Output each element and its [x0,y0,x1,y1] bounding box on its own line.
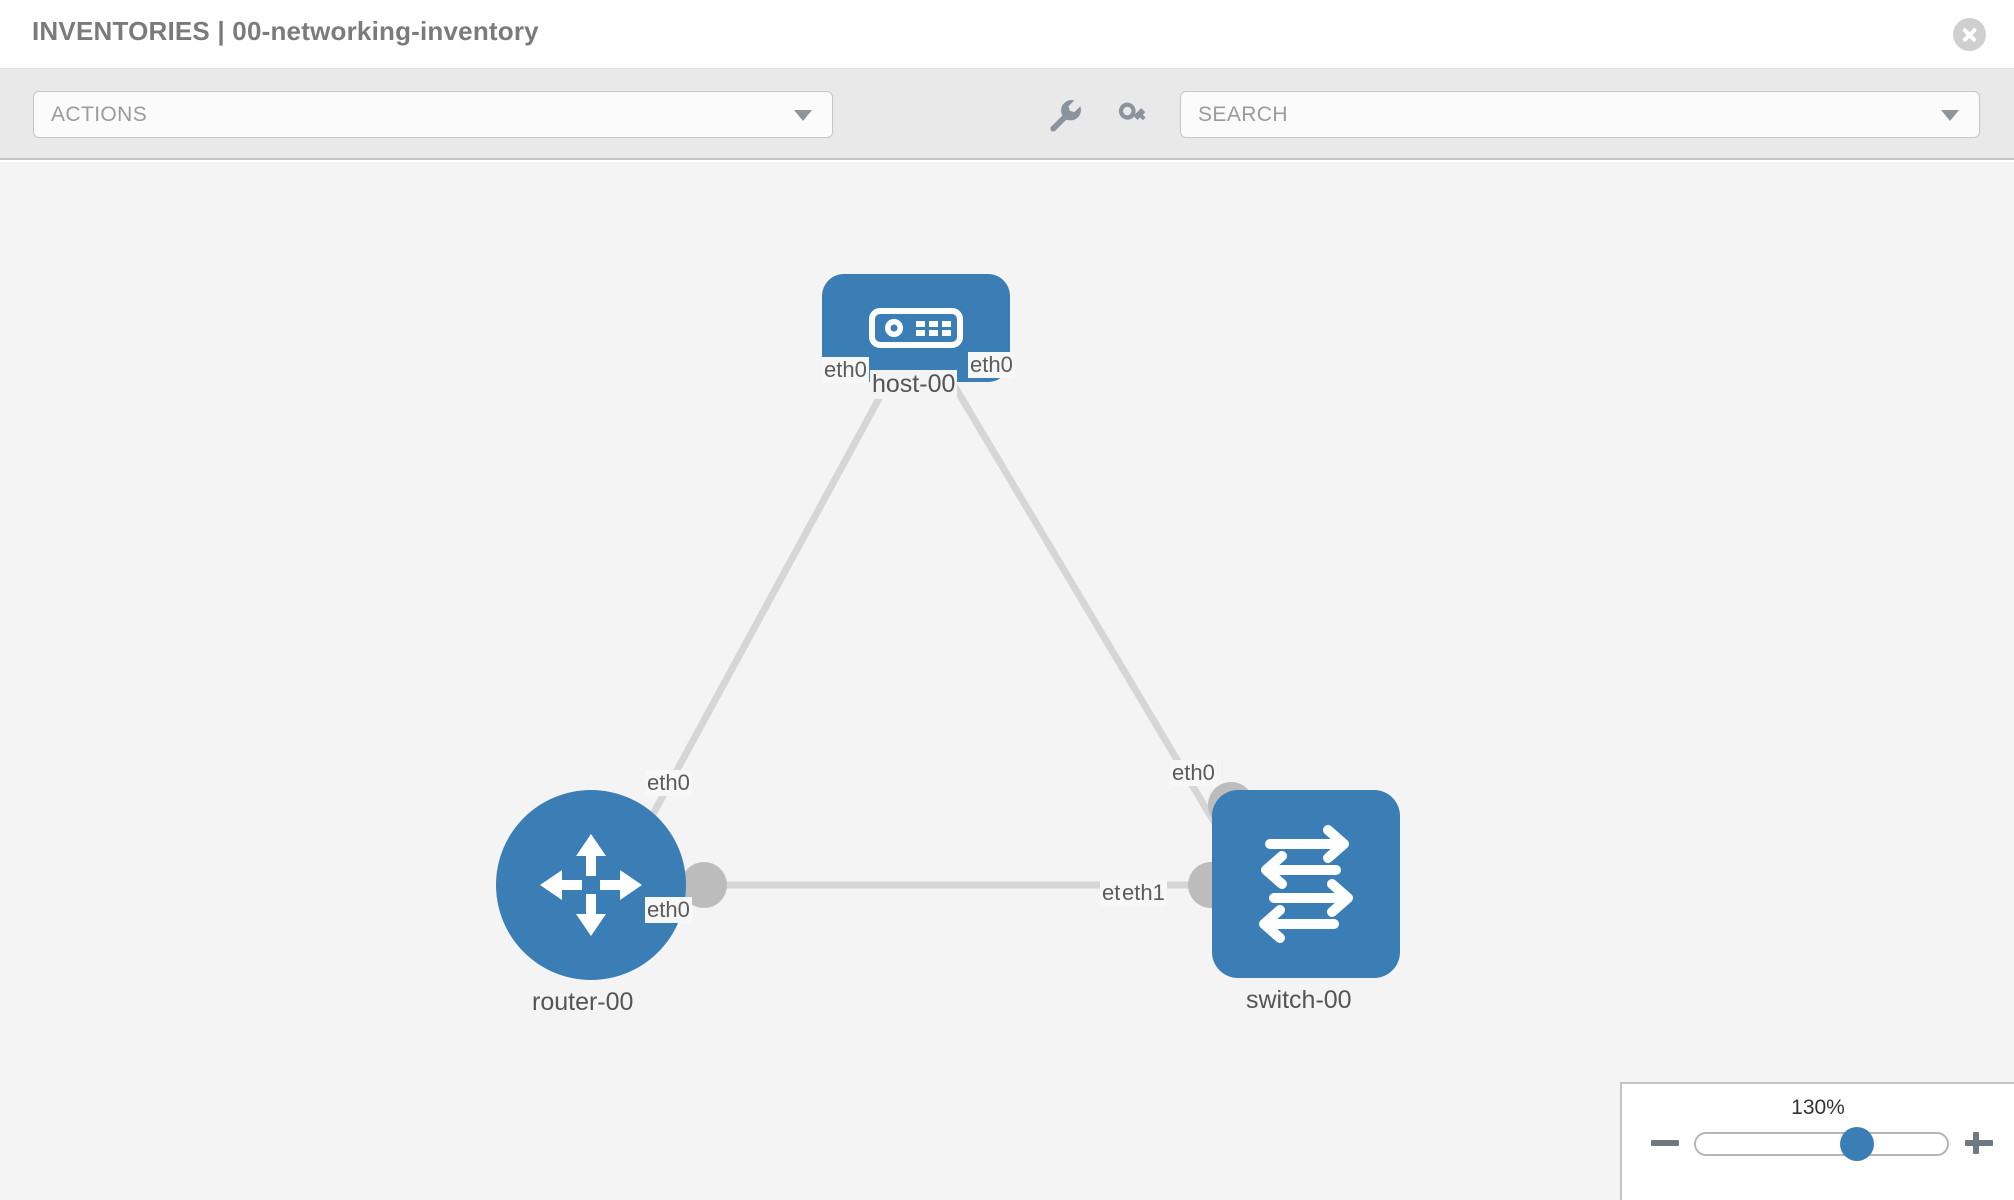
wrench-icon[interactable] [1046,97,1084,133]
key-icon[interactable] [1114,97,1152,133]
search-placeholder: SEARCH [1198,103,1288,126]
toolbar: ACTIONS SEARCH [0,69,2014,160]
node-router-00-label: router-00 [530,988,636,1017]
minus-icon[interactable] [1648,1126,1682,1160]
close-icon[interactable] [1953,18,1986,51]
zoom-slider-thumb[interactable] [1840,1127,1874,1161]
edge-label-host-right: eth0 [968,352,1015,378]
topology-canvas[interactable]: host-00 router-00 [0,162,2014,1200]
page-header: INVENTORIES | 00-networking-inventory [0,0,2014,69]
zoom-level-value: 130% [1791,1096,1845,1119]
actions-dropdown[interactable]: ACTIONS [33,91,833,138]
actions-dropdown-label: ACTIONS [51,103,148,126]
edge-label-router-up: eth0 [645,770,692,796]
search-input[interactable]: SEARCH [1180,91,1980,138]
chevron-down-icon [794,110,812,121]
edge-label-switch-up: eth0 [1170,760,1217,786]
node-switch-00-shape[interactable] [1212,790,1400,978]
node-router-00-shape[interactable] [496,790,686,980]
edge-label-router-right: eth0 [645,897,692,923]
zoom-control-panel: 130% [1620,1082,2014,1200]
zoom-slider[interactable] [1694,1127,1949,1161]
router-arrows-icon [540,834,642,936]
plus-icon[interactable] [1962,1126,1996,1160]
server-icon [869,308,963,348]
node-switch-00-label: switch-00 [1244,986,1354,1015]
edge-label-host-left: eth0 [822,357,869,383]
page-title: INVENTORIES | 00-networking-inventory [32,16,539,46]
edge-label-switch-left-b: eth1 [1120,880,1167,906]
switch-arrows-icon [1259,825,1353,943]
chevron-down-icon [1941,110,1959,121]
node-host-00-label: host-00 [870,370,958,399]
